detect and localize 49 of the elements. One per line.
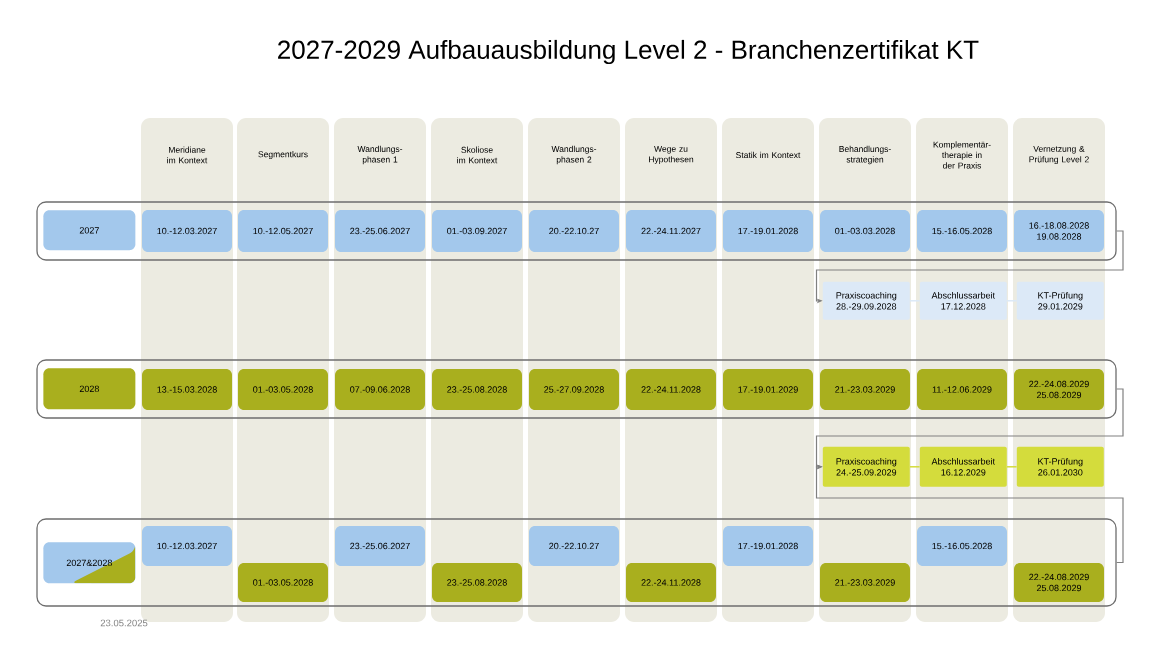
date-box: 21.-23.03.2029: [820, 369, 910, 410]
year-box: 2027&2028: [43, 542, 136, 584]
date-box: 17.-19.01.2029: [723, 369, 813, 410]
date-box: 23.-25.08.2028: [432, 369, 522, 410]
date-box: 01.-03.05.2028: [238, 563, 328, 602]
date-box: 22.-24.11.2028: [626, 369, 716, 410]
date-box: 22.-24.08.2029 25.08.2029: [1014, 369, 1104, 410]
date-box: 20.-22.10.27: [529, 526, 619, 566]
connector-line: [909, 466, 921, 468]
date-box: 01.-03.05.2028: [238, 369, 328, 410]
row-frame: [36, 201, 1117, 261]
connector-line: [909, 300, 921, 302]
row-frame: [36, 359, 1117, 419]
date-box: 25.-27.09.2028: [529, 369, 619, 410]
date-box: 13.-15.03.2028: [142, 369, 232, 410]
date-box: 17.-19.01.2028: [723, 210, 813, 252]
date-box: 23.-25.08.2028: [432, 563, 522, 602]
date-box: 01.-03.03.2028: [820, 210, 910, 252]
date-box: 10.-12.03.2027: [142, 210, 232, 252]
date-box: 20.-22.10.27: [529, 210, 619, 252]
date-box: 11.-12.06.2029: [917, 369, 1007, 410]
year-box: 2028: [43, 368, 136, 410]
milestone-box: Abschlussarbeit 16.12.2029: [919, 446, 1007, 487]
date-box: 16.-18.08.2028 19.08.2028: [1014, 210, 1104, 252]
date-box: 15.-16.05.2028: [917, 210, 1007, 252]
connector-line: [1006, 300, 1018, 302]
date-label: 23.05.2025: [100, 619, 148, 627]
date-box: 07.-09.06.2028: [335, 369, 425, 410]
date-box: 01.-03.09.2027: [432, 210, 522, 252]
date-box: 23.-25.06.2027: [335, 210, 425, 252]
year-box: 2027: [43, 210, 136, 251]
date-box: 22.-24.11.2027: [626, 210, 716, 252]
connector-arrow: [815, 464, 1124, 564]
date-box: 22.-24.08.2029 25.08.2029: [1014, 563, 1104, 602]
milestone-box: Praxiscoaching 24.-25.09.2029: [822, 446, 910, 487]
date-box: 21.-23.03.2029: [820, 563, 910, 602]
row-frame: [36, 518, 1117, 607]
date-box: 23.-25.06.2027: [335, 526, 425, 566]
milestone-box: KT-Prüfung 29.01.2029: [1016, 281, 1104, 320]
milestone-box: Abschlussarbeit 17.12.2028: [919, 281, 1007, 320]
connector-line: [1006, 466, 1018, 468]
date-box: 22.-24.11.2028: [626, 563, 716, 602]
title: 2027-2029 Aufbauausbildung Level 2 - Branchenzertifikat KT: [278, 39, 979, 65]
date-box: 17.-19.01.2028: [723, 526, 813, 566]
date-box: 10.-12.05.2027: [238, 210, 328, 252]
date-box: 15.-16.05.2028: [917, 526, 1007, 566]
milestone-box: Praxiscoaching 28.-29.09.2028: [822, 281, 910, 320]
date-box: 10.-12.03.2027: [142, 526, 232, 566]
milestone-box: KT-Prüfung 26.01.2030: [1016, 446, 1104, 487]
